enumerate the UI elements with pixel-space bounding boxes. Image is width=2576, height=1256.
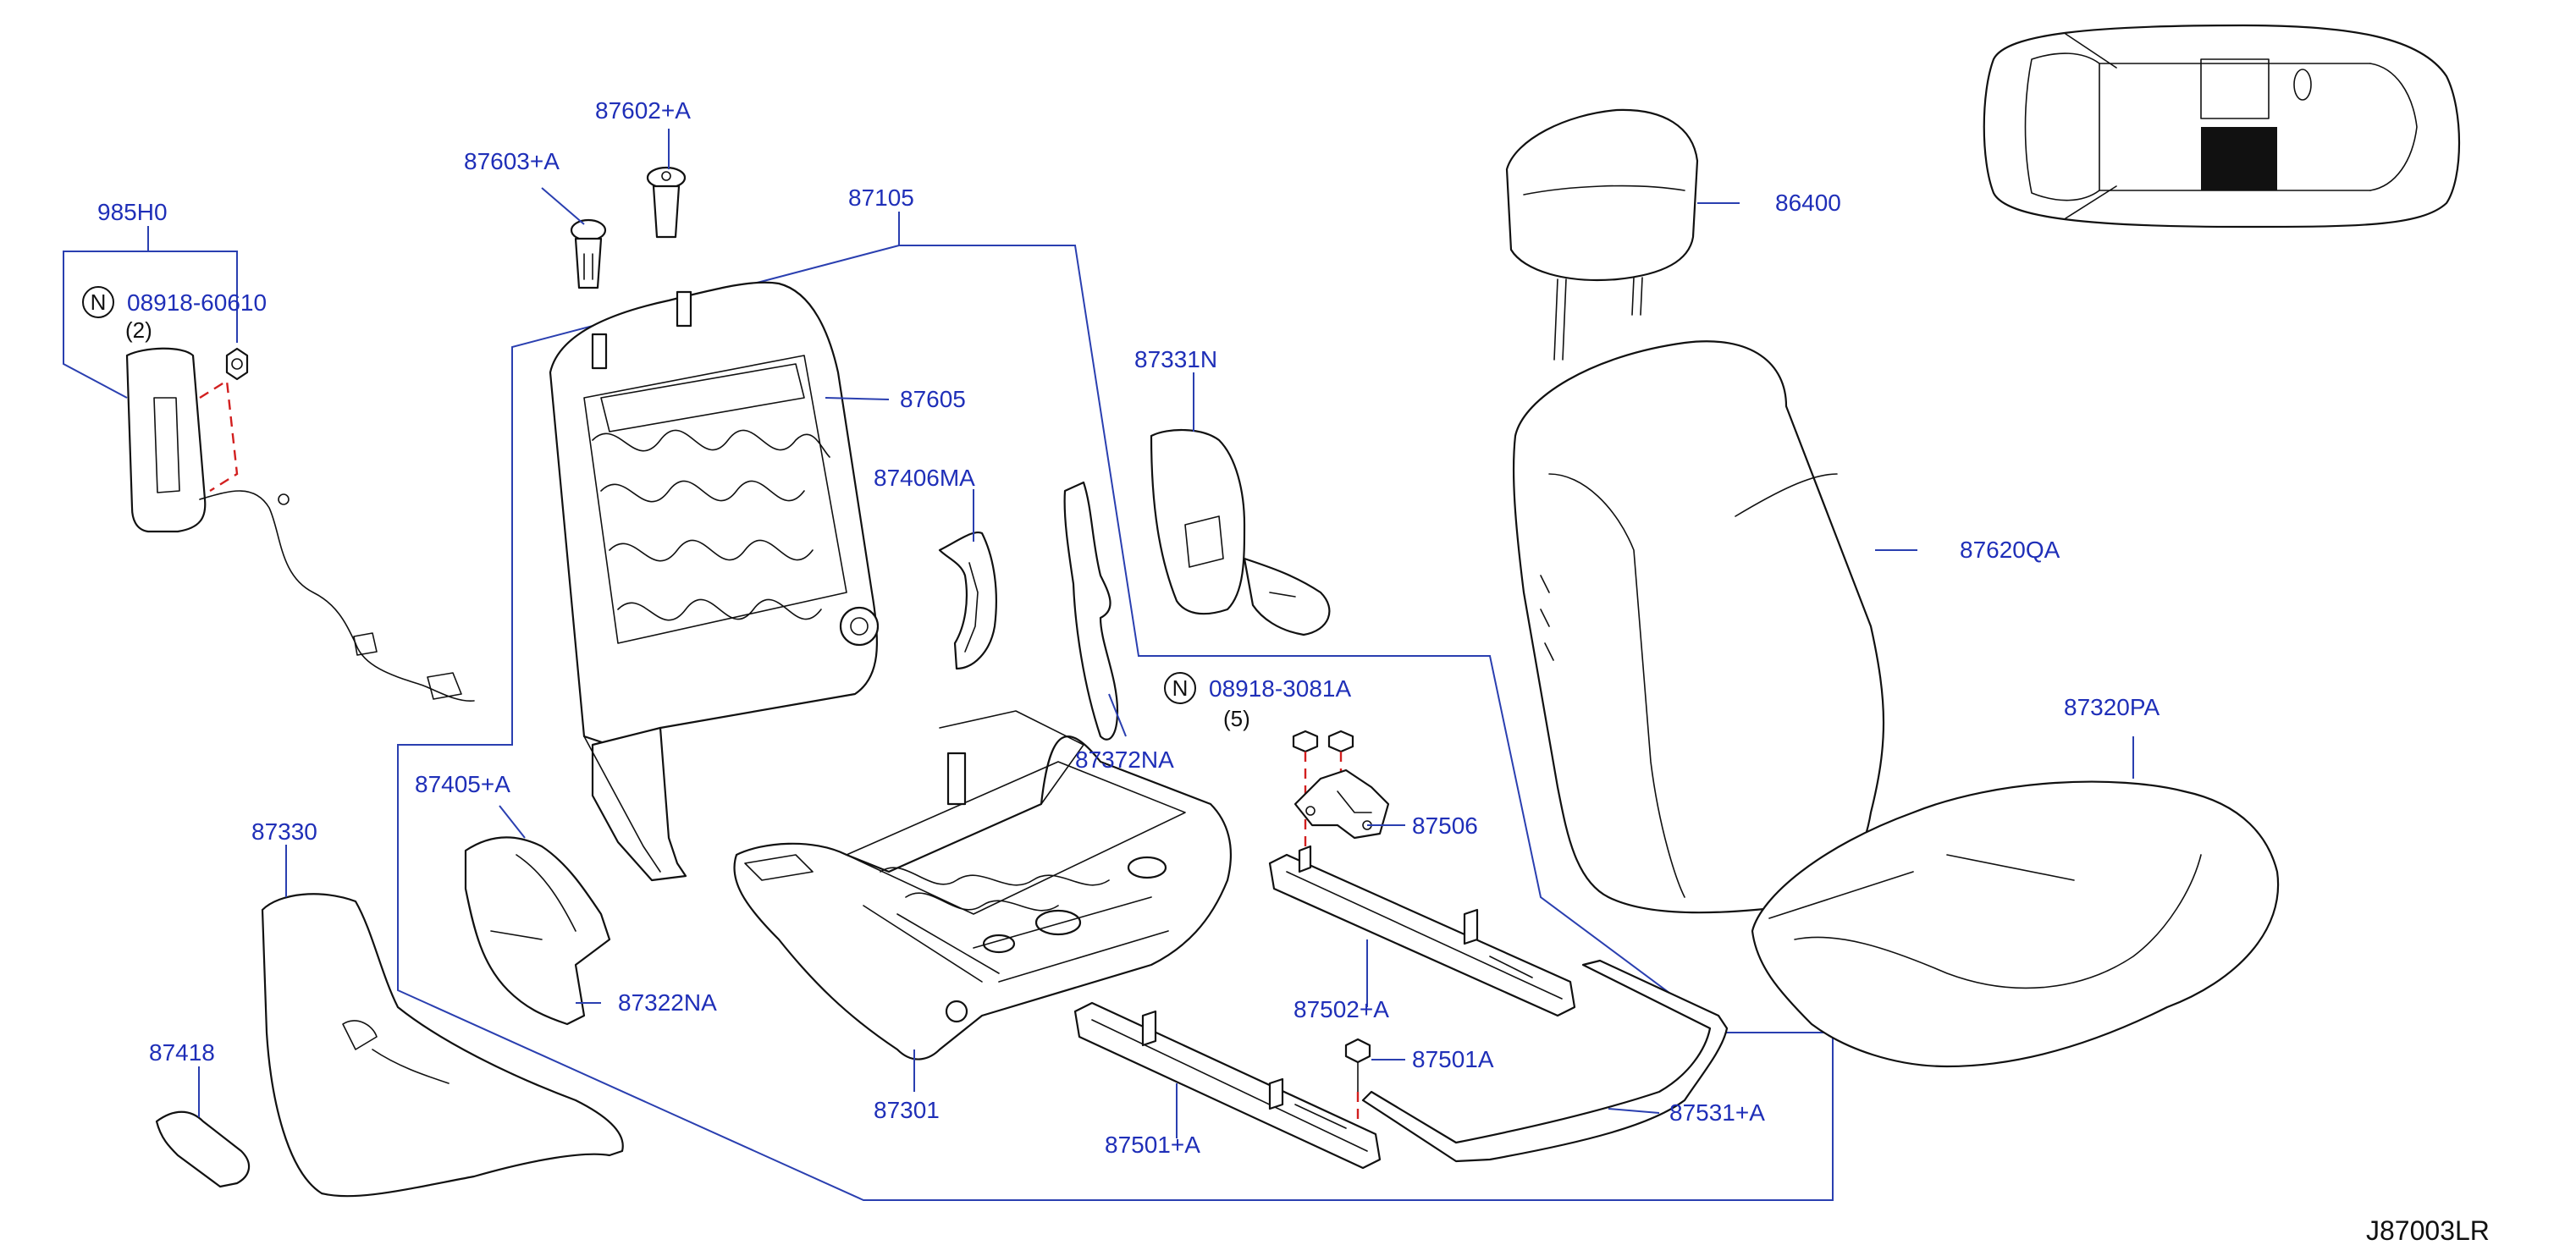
- label-87322na[interactable]: 87322NA: [618, 989, 717, 1016]
- frame-87105-outline: [397, 245, 1834, 1201]
- label-87406ma[interactable]: 87406MA: [874, 465, 975, 491]
- label-87605[interactable]: 87605: [900, 386, 966, 412]
- label-87620qa[interactable]: 87620QA: [1960, 537, 2060, 563]
- airbag-module-985h0: [125, 347, 475, 702]
- airbag-fastener-dash-line: [199, 378, 239, 493]
- n-marker-08918-60610: N: [82, 286, 114, 318]
- clip-87602a: [646, 166, 687, 239]
- cover-87372na: [1063, 481, 1119, 741]
- label-87331n[interactable]: 87331N: [1134, 346, 1217, 372]
- label-87502a[interactable]: 87502+A: [1294, 996, 1389, 1022]
- n-marker-08918-3081a: N: [1164, 672, 1196, 704]
- label-87405a[interactable]: 87405+A: [415, 771, 510, 797]
- leader-lines: [63, 129, 2134, 1138]
- label-87501a-bolt[interactable]: 87501A: [1412, 1046, 1494, 1072]
- bracket-87506: [1294, 768, 1390, 840]
- label-87418[interactable]: 87418: [149, 1039, 215, 1066]
- qty-08918-60610: (2): [125, 317, 152, 343]
- label-87603a[interactable]: 87603+A: [464, 148, 560, 174]
- seat-rail-87502a: [1268, 845, 1576, 1017]
- cushion-frame-87301: [733, 710, 1233, 1060]
- label-87301[interactable]: 87301: [874, 1097, 940, 1123]
- seatback-cover-87620qa: [1512, 340, 1885, 914]
- part-87418: [155, 1110, 251, 1188]
- nut-08918-60610: [225, 347, 249, 381]
- cushion-cover-87320pa: [1751, 780, 2280, 1068]
- diagram-code: J87003LR: [2366, 1215, 2490, 1246]
- label-87320pa[interactable]: 87320PA: [2064, 694, 2160, 720]
- label-87372na[interactable]: 87372NA: [1075, 746, 1174, 773]
- label-87501a-rail[interactable]: 87501+A: [1105, 1132, 1200, 1158]
- cover-87405a: [464, 836, 611, 1026]
- label-08918-3081a[interactable]: 08918-3081A: [1209, 675, 1351, 702]
- label-87602a[interactable]: 87602+A: [595, 97, 691, 124]
- side-cover-87330: [261, 893, 624, 1198]
- label-08918-60610[interactable]: 08918-60610: [127, 289, 267, 316]
- label-87330[interactable]: 87330: [251, 818, 317, 845]
- clip-87603a: [570, 218, 607, 289]
- n-marker-label: N: [1172, 675, 1189, 701]
- seat-rail-87501a: [1073, 1001, 1382, 1170]
- headrest-86400: [1505, 108, 1699, 361]
- label-985h0[interactable]: 985H0: [97, 199, 168, 225]
- label-86400[interactable]: 86400: [1775, 190, 1841, 216]
- n-marker-label: N: [91, 289, 107, 315]
- seatback-frame-87605: [549, 281, 880, 882]
- qty-08918-3081a: (5): [1223, 706, 1250, 731]
- cover-87406ma: [938, 531, 997, 670]
- bolt-87501a: [1344, 1038, 1371, 1126]
- label-87105[interactable]: 87105: [848, 185, 914, 211]
- label-87506[interactable]: 87506: [1412, 813, 1478, 839]
- vehicle-location-thumbnail: [1983, 24, 2461, 229]
- label-87531a[interactable]: 87531+A: [1669, 1099, 1765, 1126]
- cover-87331n: [1150, 429, 1331, 636]
